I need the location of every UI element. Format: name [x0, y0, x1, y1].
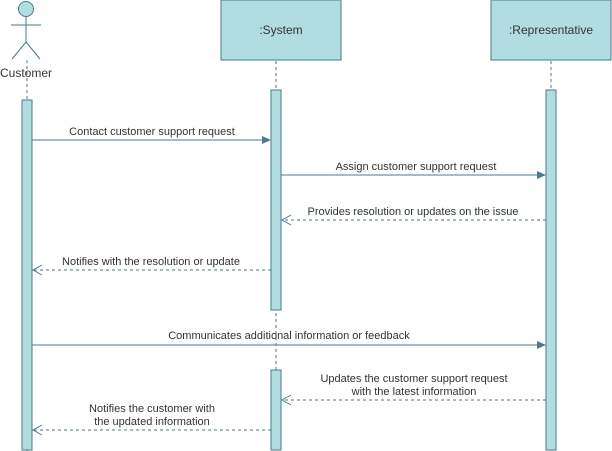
participant-system-label: :System	[259, 23, 302, 37]
activation-system-1	[270, 89, 282, 311]
actor-customer-label: Customer	[0, 66, 52, 80]
arrowhead-open	[280, 214, 292, 226]
arrowhead-filled	[537, 171, 546, 179]
actor-customer[interactable]: Customer	[0, 1, 52, 81]
message-label-line-1: Notifies the customer with	[89, 403, 215, 415]
message-assign-request[interactable]: Assign customer support request	[281, 161, 546, 179]
message-contact-request[interactable]: Contact customer support request	[32, 126, 271, 144]
arrowhead-open	[280, 394, 292, 406]
message-label: Provides resolution or updates on the is…	[308, 206, 519, 218]
message-label: Contact customer support request	[69, 126, 235, 138]
activation-customer	[21, 99, 33, 451]
participant-representative[interactable]: :Representative	[490, 0, 612, 61]
arrowhead-filled	[537, 341, 546, 349]
arrowhead-filled	[262, 136, 271, 144]
participant-representative-box	[490, 0, 612, 61]
message-updates-request[interactable]: Updates the customer support request wit…	[280, 373, 546, 406]
participant-system-box	[220, 0, 342, 61]
activation-representative	[545, 89, 557, 451]
participant-system[interactable]: :System	[220, 0, 342, 61]
message-notifies-updated[interactable]: Notifies the customer with the updated i…	[31, 403, 271, 436]
participant-representative-label: :Representative	[509, 23, 593, 37]
activation-system-2	[270, 369, 282, 451]
message-notifies-resolution[interactable]: Notifies with the resolution or update	[31, 256, 271, 276]
message-label-line-2: the updated information	[94, 416, 210, 428]
message-label-line-2: with the latest information	[351, 386, 477, 398]
message-label: Assign customer support request	[336, 161, 497, 173]
actor-left-leg	[11, 41, 27, 60]
actor-right-leg	[25, 41, 41, 60]
message-label-line-1: Updates the customer support request	[320, 373, 507, 385]
message-communicates-feedback[interactable]: Communicates additional information or f…	[32, 330, 546, 349]
message-label: Notifies with the resolution or update	[62, 256, 240, 268]
arrowhead-open	[31, 264, 43, 276]
message-provides-resolution[interactable]: Provides resolution or updates on the is…	[280, 206, 546, 226]
actor-head	[18, 1, 34, 17]
arrowhead-open	[31, 424, 43, 436]
message-label: Communicates additional information or f…	[168, 330, 410, 342]
